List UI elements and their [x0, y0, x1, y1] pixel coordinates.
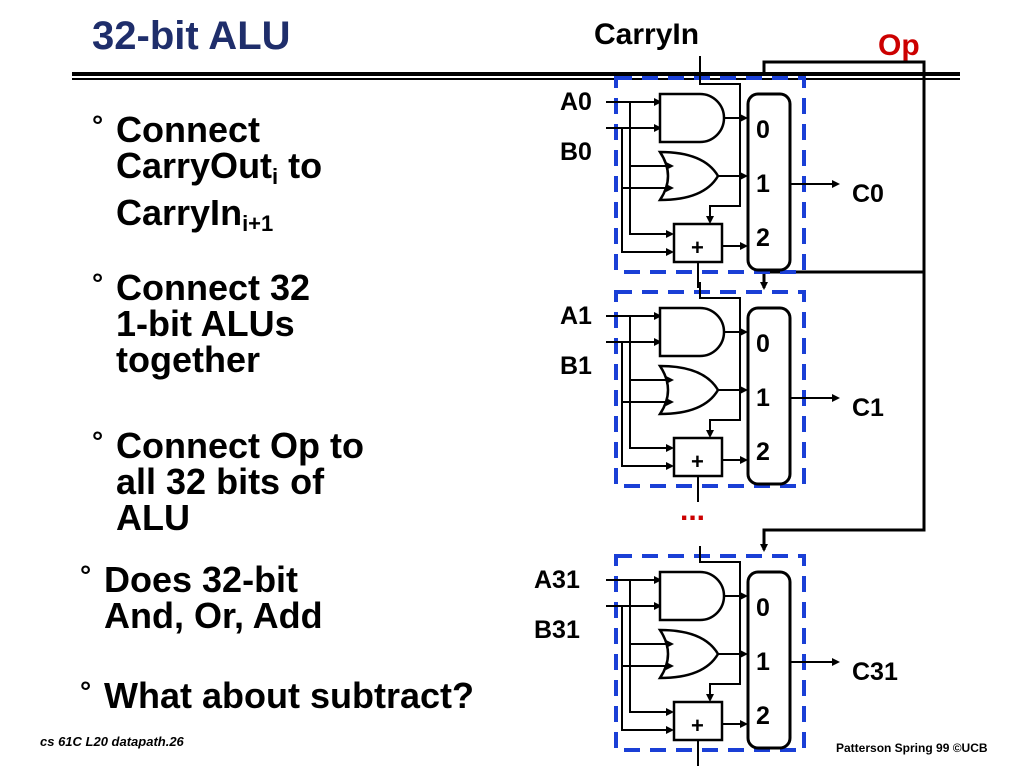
mux-input-label-2: 2 [756, 702, 770, 730]
bullet-marker: ° [92, 268, 104, 299]
adder-plus-sign: + [691, 713, 704, 738]
bullet-line: CarryIni+1 [116, 195, 322, 242]
carry-in-label: CarryIn [594, 18, 699, 51]
bullet-line: What about subtract? [104, 678, 474, 714]
adder-block [672, 436, 724, 478]
output-mux [746, 306, 792, 486]
adder-block [672, 700, 724, 742]
slide-title: 32-bit ALU [92, 14, 291, 58]
op-label: Op [878, 29, 920, 62]
bullet-text: And, Or, Add [104, 595, 323, 636]
a-to-adder-wire [629, 644, 674, 716]
bullet-line: 1-bit ALUs [116, 306, 310, 342]
input-a-label: A31 [534, 566, 580, 594]
stage-boundary-box [614, 554, 806, 752]
input-b-label: B31 [534, 616, 580, 644]
bullet-text: Does 32-bit [104, 559, 299, 600]
bullet-text: What about subtract? [104, 675, 474, 716]
bullet-line: together [116, 342, 310, 378]
carry-in-to-adder-wire [699, 282, 741, 438]
mux-input-label-2: 2 [756, 438, 770, 466]
bullet-operations: ° Does 32-bit And, Or, Add [80, 560, 323, 634]
ellipsis: ... [680, 494, 705, 527]
mux-input-label-0: 0 [756, 116, 770, 144]
result-label: C0 [852, 180, 884, 208]
bullet-line: Does 32-bit [104, 562, 323, 598]
bullet-marker: ° [80, 560, 92, 591]
b-to-adder-wire [621, 666, 674, 734]
mux-input-label-0: 0 [756, 330, 770, 358]
input-a-label: A1 [560, 302, 592, 330]
footer-credit: Patterson Spring 99 ©UCB [836, 741, 988, 755]
bullet-marker: ° [80, 676, 92, 707]
mux-input-label-1: 1 [756, 648, 770, 676]
or-gate [657, 150, 720, 202]
carry-in-to-adder-wire [699, 546, 741, 702]
bullet-text: all 32 bits of [116, 461, 325, 502]
bullet-text: ALU [116, 497, 190, 538]
bullet-text: Connect 32 [116, 267, 311, 308]
input-a-label: A0 [560, 88, 592, 116]
stage-boundary-box [614, 76, 806, 274]
adder-plus-sign: + [691, 235, 704, 260]
mux-input-label-1: 1 [756, 384, 770, 412]
output-mux [746, 92, 792, 272]
bullet-line: CarryOuti to [116, 148, 322, 195]
bullet-line: Connect Op to [116, 428, 364, 464]
and-gate [658, 92, 726, 144]
mux-input-label-2: 2 [756, 224, 770, 252]
bullet-subscript: i+1 [242, 211, 274, 236]
bullet-line: And, Or, Add [104, 598, 323, 634]
a-to-adder-wire [629, 166, 674, 238]
title-rule-top [72, 72, 960, 76]
result-label: C1 [852, 394, 884, 422]
bullet-line: Connect 32 [116, 270, 310, 306]
output-mux [746, 570, 792, 750]
op-bus-wire [760, 60, 926, 552]
b-to-adder-wire [621, 188, 674, 256]
bullet-line: ALU [116, 500, 364, 536]
footer-course: cs 61C L20 datapath.26 [40, 734, 184, 749]
or-gate [657, 628, 720, 680]
bullet-line: all 32 bits of [116, 464, 364, 500]
result-label: C31 [852, 658, 898, 686]
bullet-text: 1-bit ALUs [116, 303, 295, 344]
adder-plus-sign: + [691, 449, 704, 474]
bullet-text: to [278, 145, 323, 186]
bullet-text: Connect Op to [116, 425, 364, 466]
bullet-text: together [116, 339, 260, 380]
bullet-marker: ° [92, 110, 104, 141]
and-gate [658, 570, 726, 622]
bullet-line: Connect [116, 112, 322, 148]
bullet-text: CarryOut [116, 145, 273, 186]
bullet-subscript: i [272, 164, 279, 189]
b-to-adder-wire [621, 402, 674, 470]
bullet-text: CarryIn [116, 192, 243, 233]
bullet-text: Connect [116, 109, 260, 150]
bullet-subtract-question: ° What about subtract? [80, 676, 474, 714]
input-b-label: B0 [560, 138, 592, 166]
stage-boundary-box [614, 290, 806, 488]
a-to-adder-wire [629, 380, 674, 452]
carry-in-to-adder-wire [699, 68, 741, 224]
bullet-marker: ° [92, 426, 104, 457]
input-b-label: B1 [560, 352, 592, 380]
or-gate [657, 364, 720, 416]
and-gate [658, 306, 726, 358]
title-rule-bottom [72, 78, 960, 80]
mux-input-label-0: 0 [756, 594, 770, 622]
mux-input-label-1: 1 [756, 170, 770, 198]
